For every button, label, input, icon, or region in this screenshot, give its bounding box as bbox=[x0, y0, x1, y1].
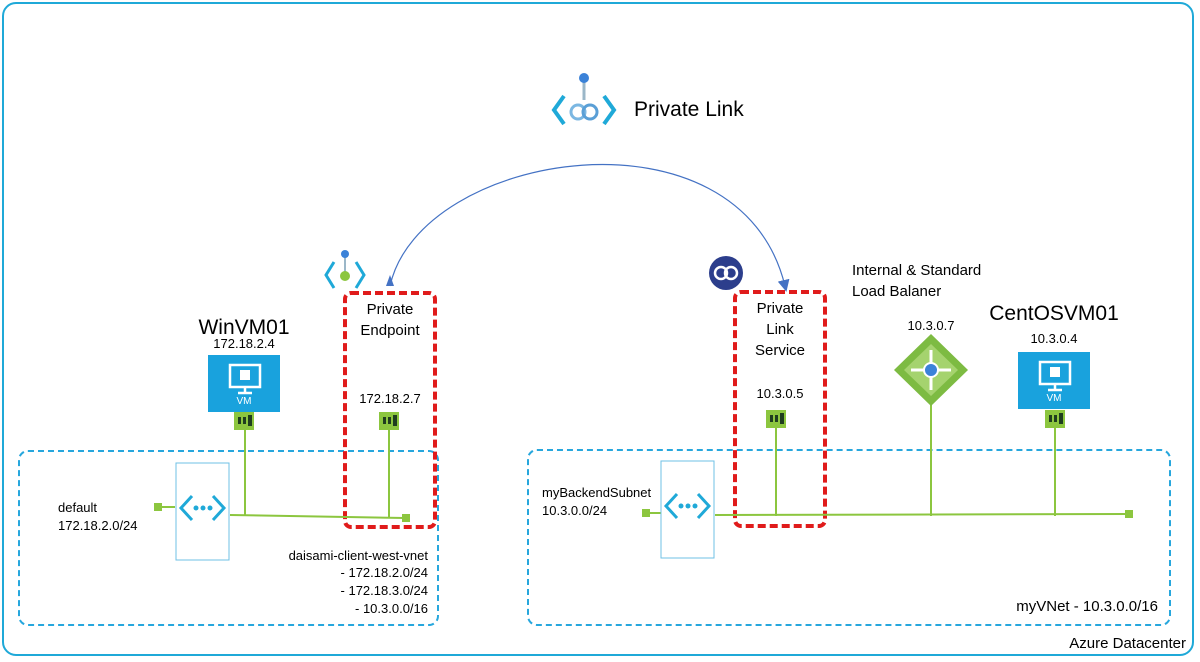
right-vnet-box bbox=[527, 449, 1171, 626]
centosvm-name: CentOSVM01 bbox=[989, 302, 1119, 325]
right-subnet-endpoint bbox=[642, 509, 650, 517]
winvm-ip: 172.18.2.4 bbox=[213, 336, 275, 351]
winvm-monitor-glyph bbox=[228, 363, 262, 395]
private-link-service-box bbox=[733, 290, 827, 528]
left-subnet-cidr: 172.18.2.0/24 bbox=[58, 518, 138, 533]
winvm-badge: VM bbox=[236, 396, 252, 407]
private-link-service-line1: Private bbox=[756, 300, 804, 317]
private-link-service-line2: Link bbox=[766, 321, 794, 338]
load-balancer-icon bbox=[894, 334, 968, 406]
private-endpoint-line1: Private bbox=[366, 301, 414, 318]
right-vnet-label: myVNet - 10.3.0.0/16 bbox=[1016, 598, 1158, 615]
right-line-endpoint bbox=[1125, 510, 1133, 518]
left-vnet-cidr3: - 10.3.0.0/16 bbox=[355, 601, 428, 616]
nic-icon-link-service bbox=[766, 410, 786, 428]
private-link-service-icon bbox=[709, 256, 743, 290]
nic-icon-winvm bbox=[234, 412, 254, 430]
private-link-arc-start-arrow bbox=[386, 275, 394, 286]
load-balancer-ip: 10.3.0.7 bbox=[907, 318, 955, 333]
left-vnet-box bbox=[18, 450, 439, 626]
load-balancer-line2: Load Balaner bbox=[852, 283, 942, 300]
centosvm-monitor-glyph bbox=[1038, 360, 1072, 392]
datacenter-label: Azure Datacenter bbox=[1069, 635, 1186, 652]
private-endpoint-line2: Endpoint bbox=[360, 322, 420, 339]
left-vnet-cidr1: - 172.18.2.0/24 bbox=[340, 565, 428, 580]
left-line-endpoint bbox=[402, 514, 410, 522]
private-link-service-line3: Service bbox=[754, 342, 806, 359]
private-link-icon bbox=[551, 73, 617, 126]
load-balancer-line1: Internal & Standard bbox=[852, 262, 982, 279]
centosvm-badge: VM bbox=[1046, 393, 1062, 404]
nic-icon-endpoint bbox=[379, 412, 399, 430]
private-link-label: Private Link bbox=[634, 98, 744, 121]
private-endpoint-icon bbox=[324, 250, 366, 289]
left-vnet-icon bbox=[175, 462, 230, 561]
left-vnet-name: daisami-client-west-vnet bbox=[288, 548, 428, 563]
nic-icon-centosvm bbox=[1045, 410, 1065, 428]
private-link-arc bbox=[389, 163, 790, 292]
left-subnet-name: default bbox=[58, 500, 98, 515]
winvm-name: WinVM01 bbox=[198, 316, 290, 339]
left-vnet-cidr2: - 172.18.3.0/24 bbox=[340, 583, 428, 598]
private-link-service-ip: 10.3.0.5 bbox=[756, 386, 804, 401]
right-subnet-cidr: 10.3.0.0/24 bbox=[542, 503, 608, 518]
right-subnet-name: myBackendSubnet bbox=[542, 485, 652, 500]
left-subnet-endpoint bbox=[154, 503, 162, 511]
private-endpoint-ip: 172.18.2.7 bbox=[359, 391, 421, 406]
centosvm-ip: 10.3.0.4 bbox=[1030, 331, 1078, 346]
private-endpoint-box bbox=[343, 291, 437, 529]
left-network-lines bbox=[160, 430, 406, 519]
right-vnet-icon bbox=[660, 460, 715, 559]
right-network-lines bbox=[648, 404, 1129, 516]
